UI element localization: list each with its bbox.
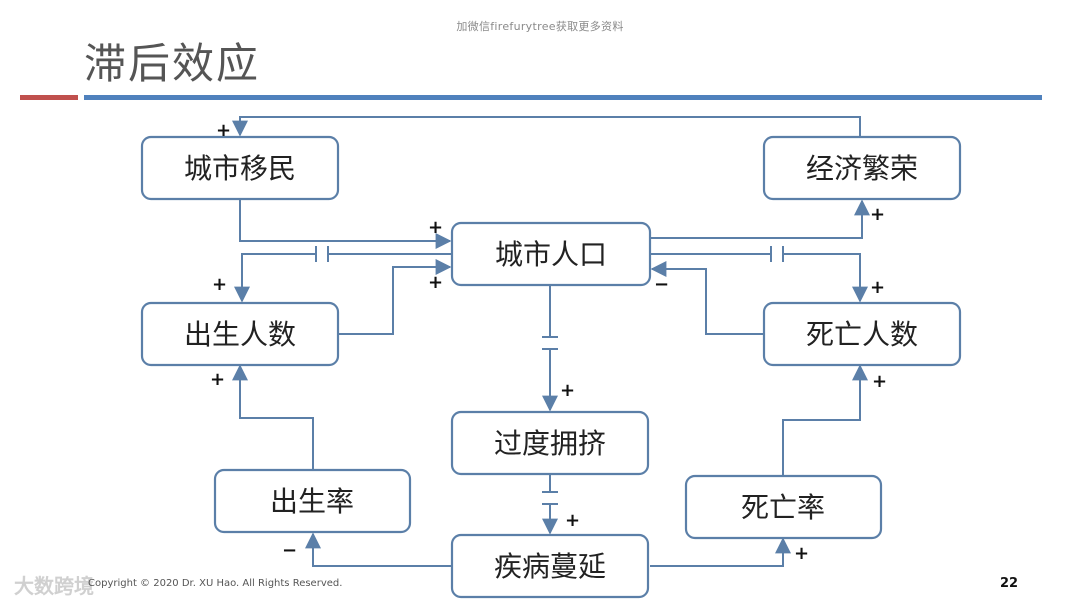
node-disease-spread: 疾病蔓延 (450, 533, 650, 599)
node-death-rate: 死亡率 (684, 474, 883, 540)
node-deaths: 死亡人数 (762, 301, 962, 367)
edge-population-to-deaths (650, 253, 868, 303)
polarity-population-deaths: + (870, 277, 885, 298)
node-label: 城市移民 (184, 152, 296, 185)
edge-birthrate-to-births (232, 364, 314, 470)
delay-mark-population-births (315, 246, 329, 262)
polarity-overcrowding-disease: + (565, 510, 580, 531)
watermark: 大数跨境 (14, 574, 94, 598)
polarity-population-births: + (212, 274, 227, 295)
node-overcrowding: 过度拥挤 (450, 410, 650, 476)
node-label: 经济繁荣 (806, 152, 918, 185)
polarity-deaths-population: − (654, 274, 669, 295)
node-label: 疾病蔓延 (494, 550, 606, 583)
polarity-population-prosperity: + (870, 204, 885, 225)
delay-mark-overcrowding-disease (542, 491, 558, 505)
polarity-disease-deathrate: + (794, 543, 809, 564)
node-urban-migration: 城市移民 (140, 135, 340, 201)
slide-title: 滞后效应 (84, 39, 261, 88)
node-label: 出生人数 (184, 318, 296, 351)
edge-migration-to-population (239, 199, 452, 249)
footer-copyright: Copyright © 2020 Dr. XU Hao. All Rights … (88, 578, 343, 589)
node-label: 出生率 (270, 485, 354, 518)
edge-births-to-population (338, 259, 452, 335)
node-urban-population: 城市人口 (450, 221, 652, 287)
polarity-population-overcrowding: + (560, 380, 575, 401)
node-label: 死亡率 (741, 491, 825, 524)
page-number: 22 (1000, 576, 1019, 591)
edge-population-to-prosperity (650, 199, 870, 239)
polarity-prosperity-migration: + (216, 120, 231, 141)
edge-prosperity-to-migration (232, 116, 861, 137)
polarity-migration-population: + (428, 217, 443, 238)
edge-deaths-to-population (650, 261, 764, 335)
node-birth-rate: 出生率 (213, 468, 412, 534)
polarity-disease-birthrate: − (282, 540, 297, 561)
edge-disease-to-birthrate (305, 532, 452, 567)
title-accent-blue-bar (84, 95, 1042, 100)
header-note: 加微信firefurytree获取更多资料 (456, 20, 624, 33)
edge-deathrate-to-deaths (782, 364, 868, 476)
delay-mark-population-deaths (770, 246, 784, 262)
node-label: 死亡人数 (806, 318, 918, 351)
node-births: 出生人数 (140, 301, 340, 367)
edge-disease-to-deathrate (650, 537, 791, 567)
node-economic-prosperity: 经济繁荣 (762, 135, 962, 201)
node-label: 城市人口 (495, 238, 607, 271)
polarity-deathrate-deaths: + (872, 371, 887, 392)
polarity-births-population: + (428, 272, 443, 293)
title-accent-red-bar (20, 95, 78, 100)
edge-population-to-births (234, 253, 452, 303)
delay-mark-population-overcrowding (542, 336, 558, 350)
polarity-birthrate-births: + (210, 369, 225, 390)
node-label: 过度拥挤 (494, 427, 606, 460)
